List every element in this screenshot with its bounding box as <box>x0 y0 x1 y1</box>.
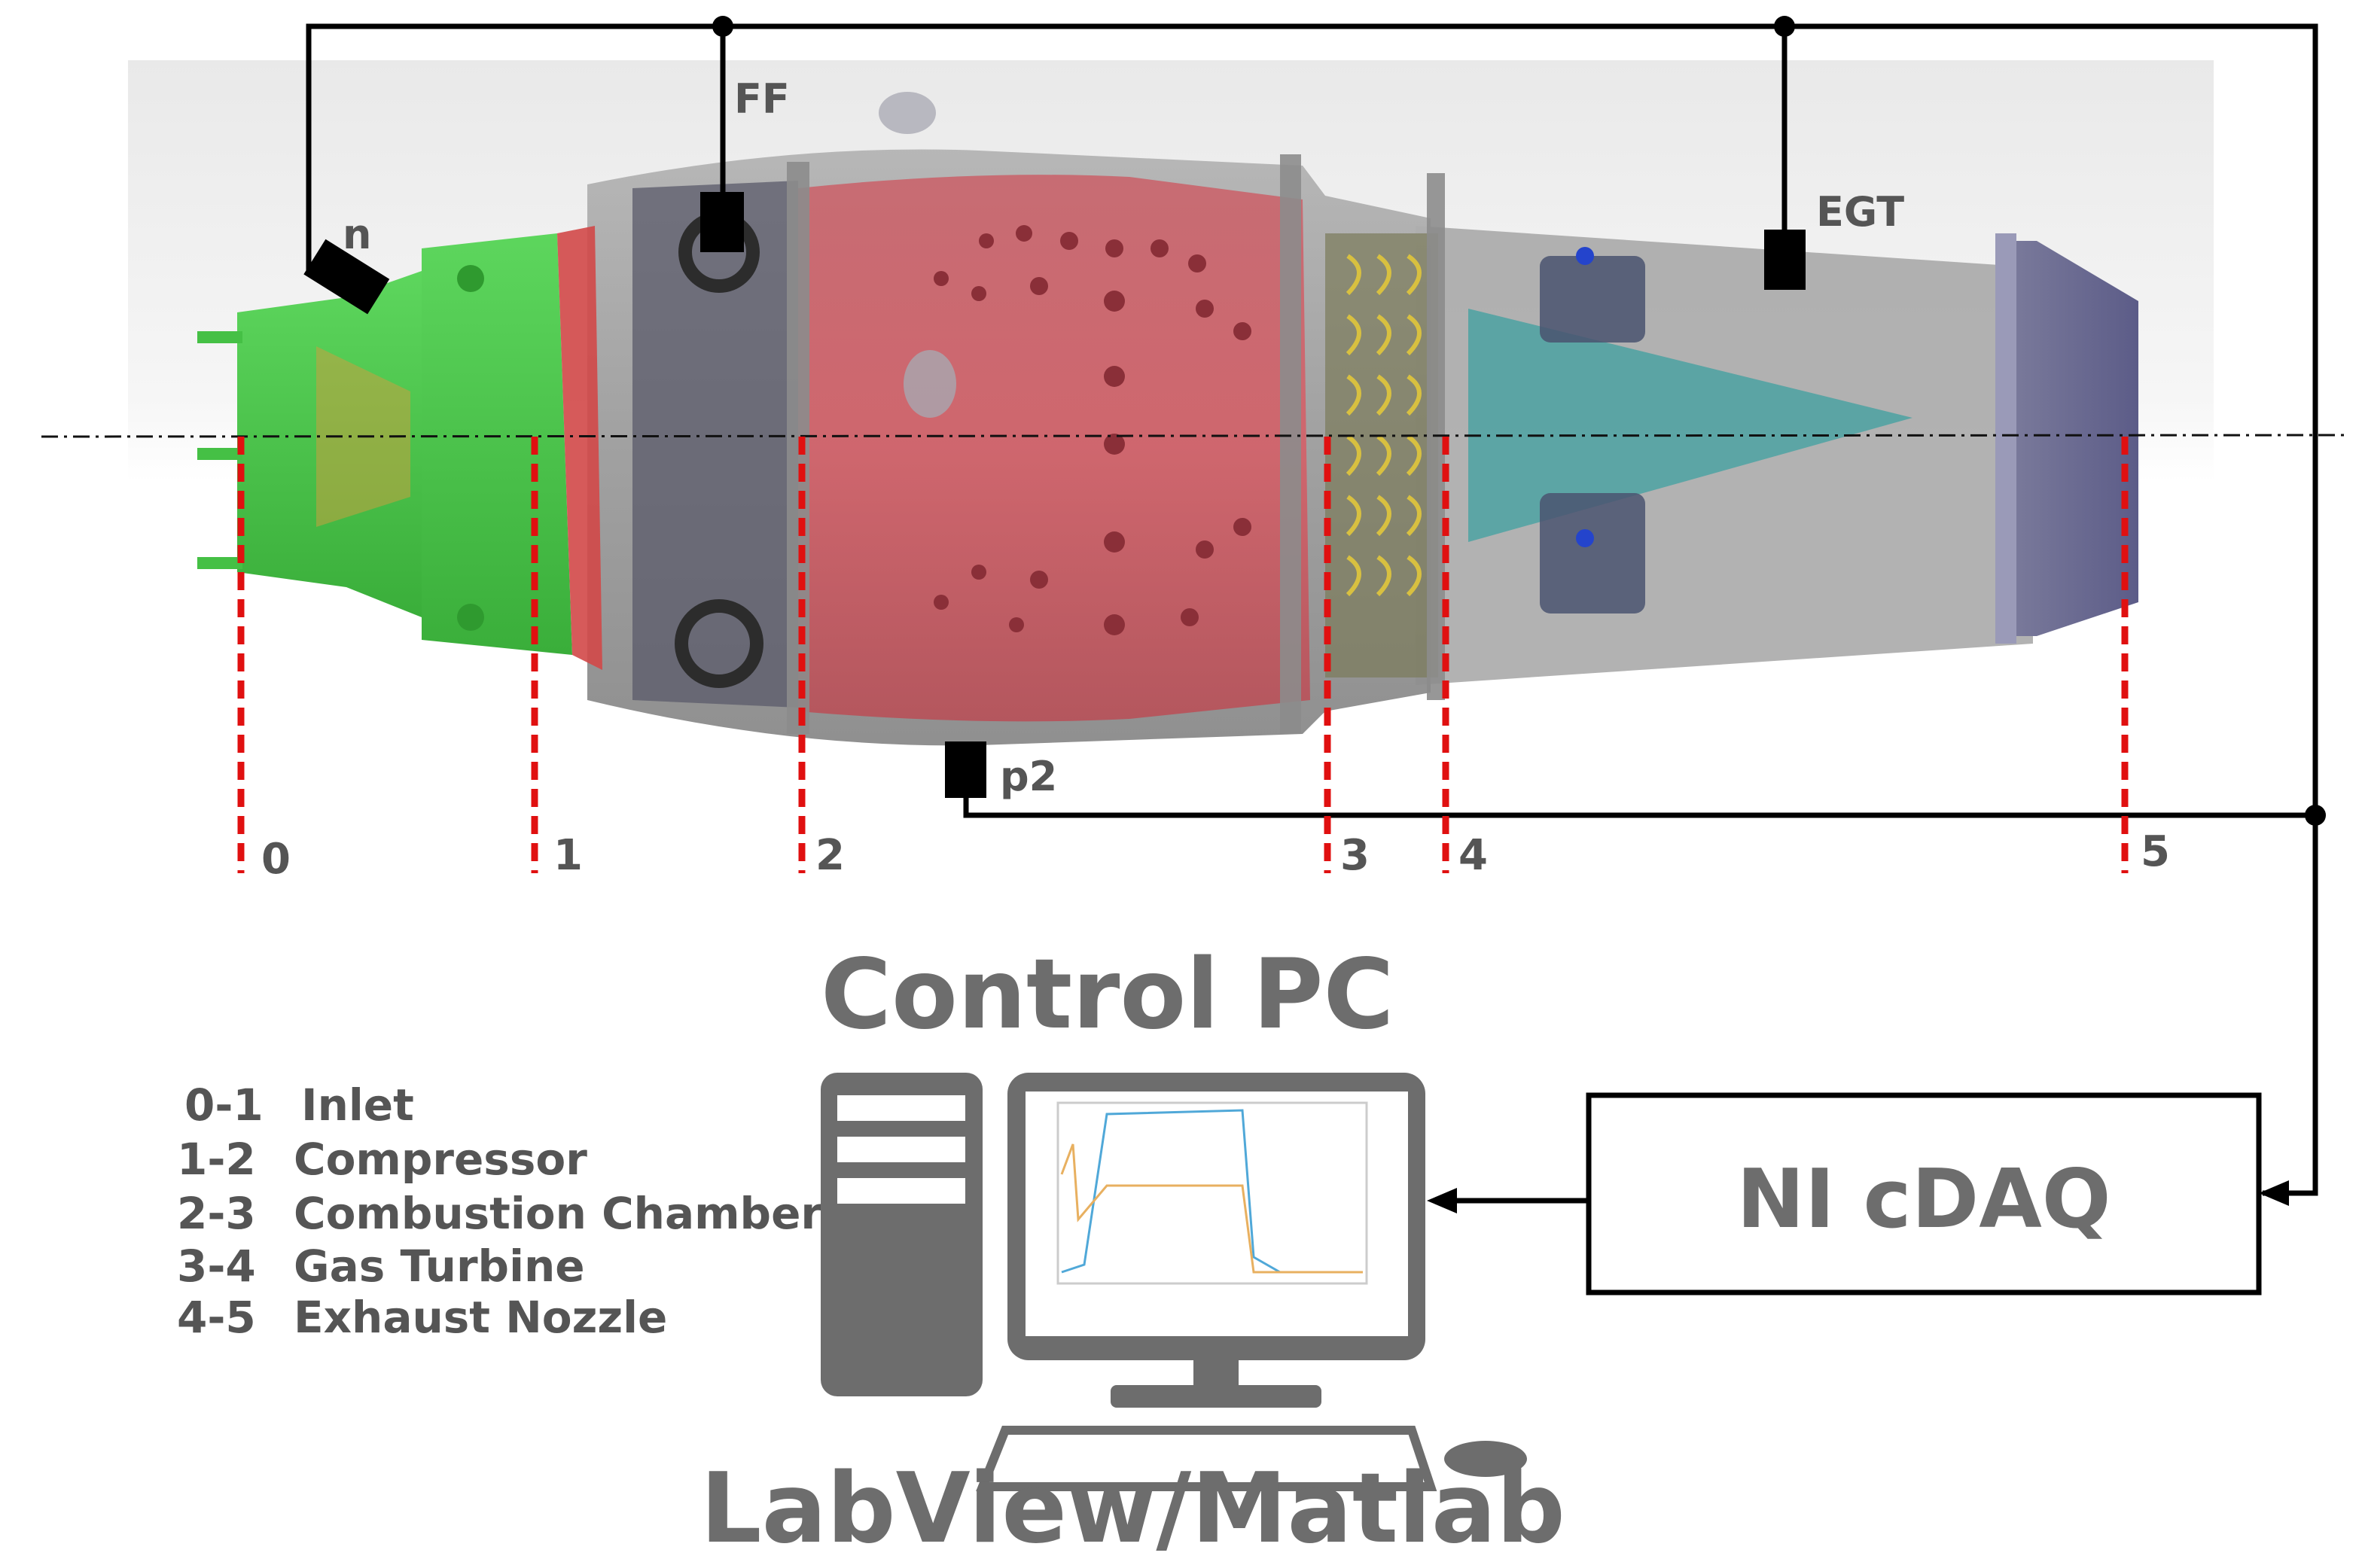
turbine-blades <box>1346 254 1422 597</box>
legend-range: 0-1 <box>184 1079 264 1131</box>
fuel-flow-sensor: FF <box>700 75 790 252</box>
jet-engine-render <box>197 92 2138 746</box>
bolt-icon <box>1576 529 1594 547</box>
ni-cdaq-box <box>1586 1092 2262 1296</box>
egt-sensor-body <box>1764 230 1806 290</box>
legend-range: 2-3 <box>177 1188 256 1239</box>
speed-sensor: n <box>303 211 390 315</box>
fuel-flow-sensor-body <box>700 192 744 252</box>
screen-plot <box>1056 1101 1368 1285</box>
legend-name: Inlet <box>301 1079 414 1131</box>
speed-sensor-label: n <box>343 211 371 258</box>
control-pc-title: Control PC <box>821 939 1394 1051</box>
exhaust-strut-top <box>1540 256 1645 343</box>
station-5-label: 5 <box>2141 827 2170 876</box>
compressor-inlet-red <box>557 226 602 670</box>
monitor-screen <box>1026 1092 1408 1336</box>
station-4-label: 4 <box>1458 831 1488 880</box>
exhaust-strut-bottom <box>1540 493 1645 613</box>
station-lines <box>237 437 2129 873</box>
legend-range: 4-5 <box>177 1292 256 1343</box>
keyboard-icon <box>976 1426 1437 1491</box>
p2-sensor-body <box>945 741 986 798</box>
inlet-ring <box>422 233 572 655</box>
legend-name: Compressor <box>294 1134 587 1185</box>
legend-name: Combustion Chamber <box>294 1188 822 1239</box>
speed-sensor-body <box>303 239 390 315</box>
tail-cone <box>1468 309 1912 542</box>
sensor-wiring <box>306 23 2318 1204</box>
station-3-label: 3 <box>1340 831 1370 880</box>
fuel-flow-label: FF <box>734 75 790 123</box>
mouse-icon <box>1444 1441 1527 1477</box>
bolt-icon <box>457 604 484 631</box>
section-legend: 0-1 Inlet 1-2 Compressor 2-3 Combustion … <box>177 1079 822 1343</box>
station-2-label: 2 <box>815 831 845 880</box>
igniter-plug <box>879 92 936 134</box>
combustion-chamber <box>798 175 1310 722</box>
compressor-section <box>632 181 798 708</box>
p2-sensor: p2 <box>945 741 1057 800</box>
legend-name: Gas Turbine <box>294 1241 585 1292</box>
station-numbers: 0 1 2 3 4 5 <box>261 827 2170 884</box>
exhaust-nozzle <box>2003 241 2138 636</box>
arrow-into-pc-icon <box>1427 1188 1457 1213</box>
ni-cdaq-label: NI cDAQ <box>1736 1152 2111 1247</box>
station-1-label: 1 <box>553 831 583 880</box>
bolt-icon <box>457 265 484 292</box>
wire-junctions <box>712 16 2326 826</box>
arrow-into-daq-icon <box>2259 1180 2289 1206</box>
inlet-struts <box>197 331 242 569</box>
pc-tower-icon <box>821 1073 983 1396</box>
legend-range: 3-4 <box>177 1241 256 1292</box>
fuel-injector <box>904 350 956 418</box>
p2-label: p2 <box>1000 753 1057 800</box>
compressor-port-bottom <box>675 599 763 688</box>
egt-sensor: EGT <box>1764 188 1904 290</box>
bolt-icon <box>1576 247 1594 265</box>
legend-name: Exhaust Nozzle <box>294 1292 667 1343</box>
combustor-holes <box>934 225 1251 635</box>
nozzle-flange <box>1995 233 2016 644</box>
computer-icon <box>821 1073 1527 1491</box>
legend-range: 1-2 <box>177 1134 256 1185</box>
egt-label: EGT <box>1816 188 1904 236</box>
station-0-label: 0 <box>261 835 291 884</box>
software-label: LabView/Matlab <box>700 1453 1565 1565</box>
engine-centerline <box>41 434 2350 438</box>
